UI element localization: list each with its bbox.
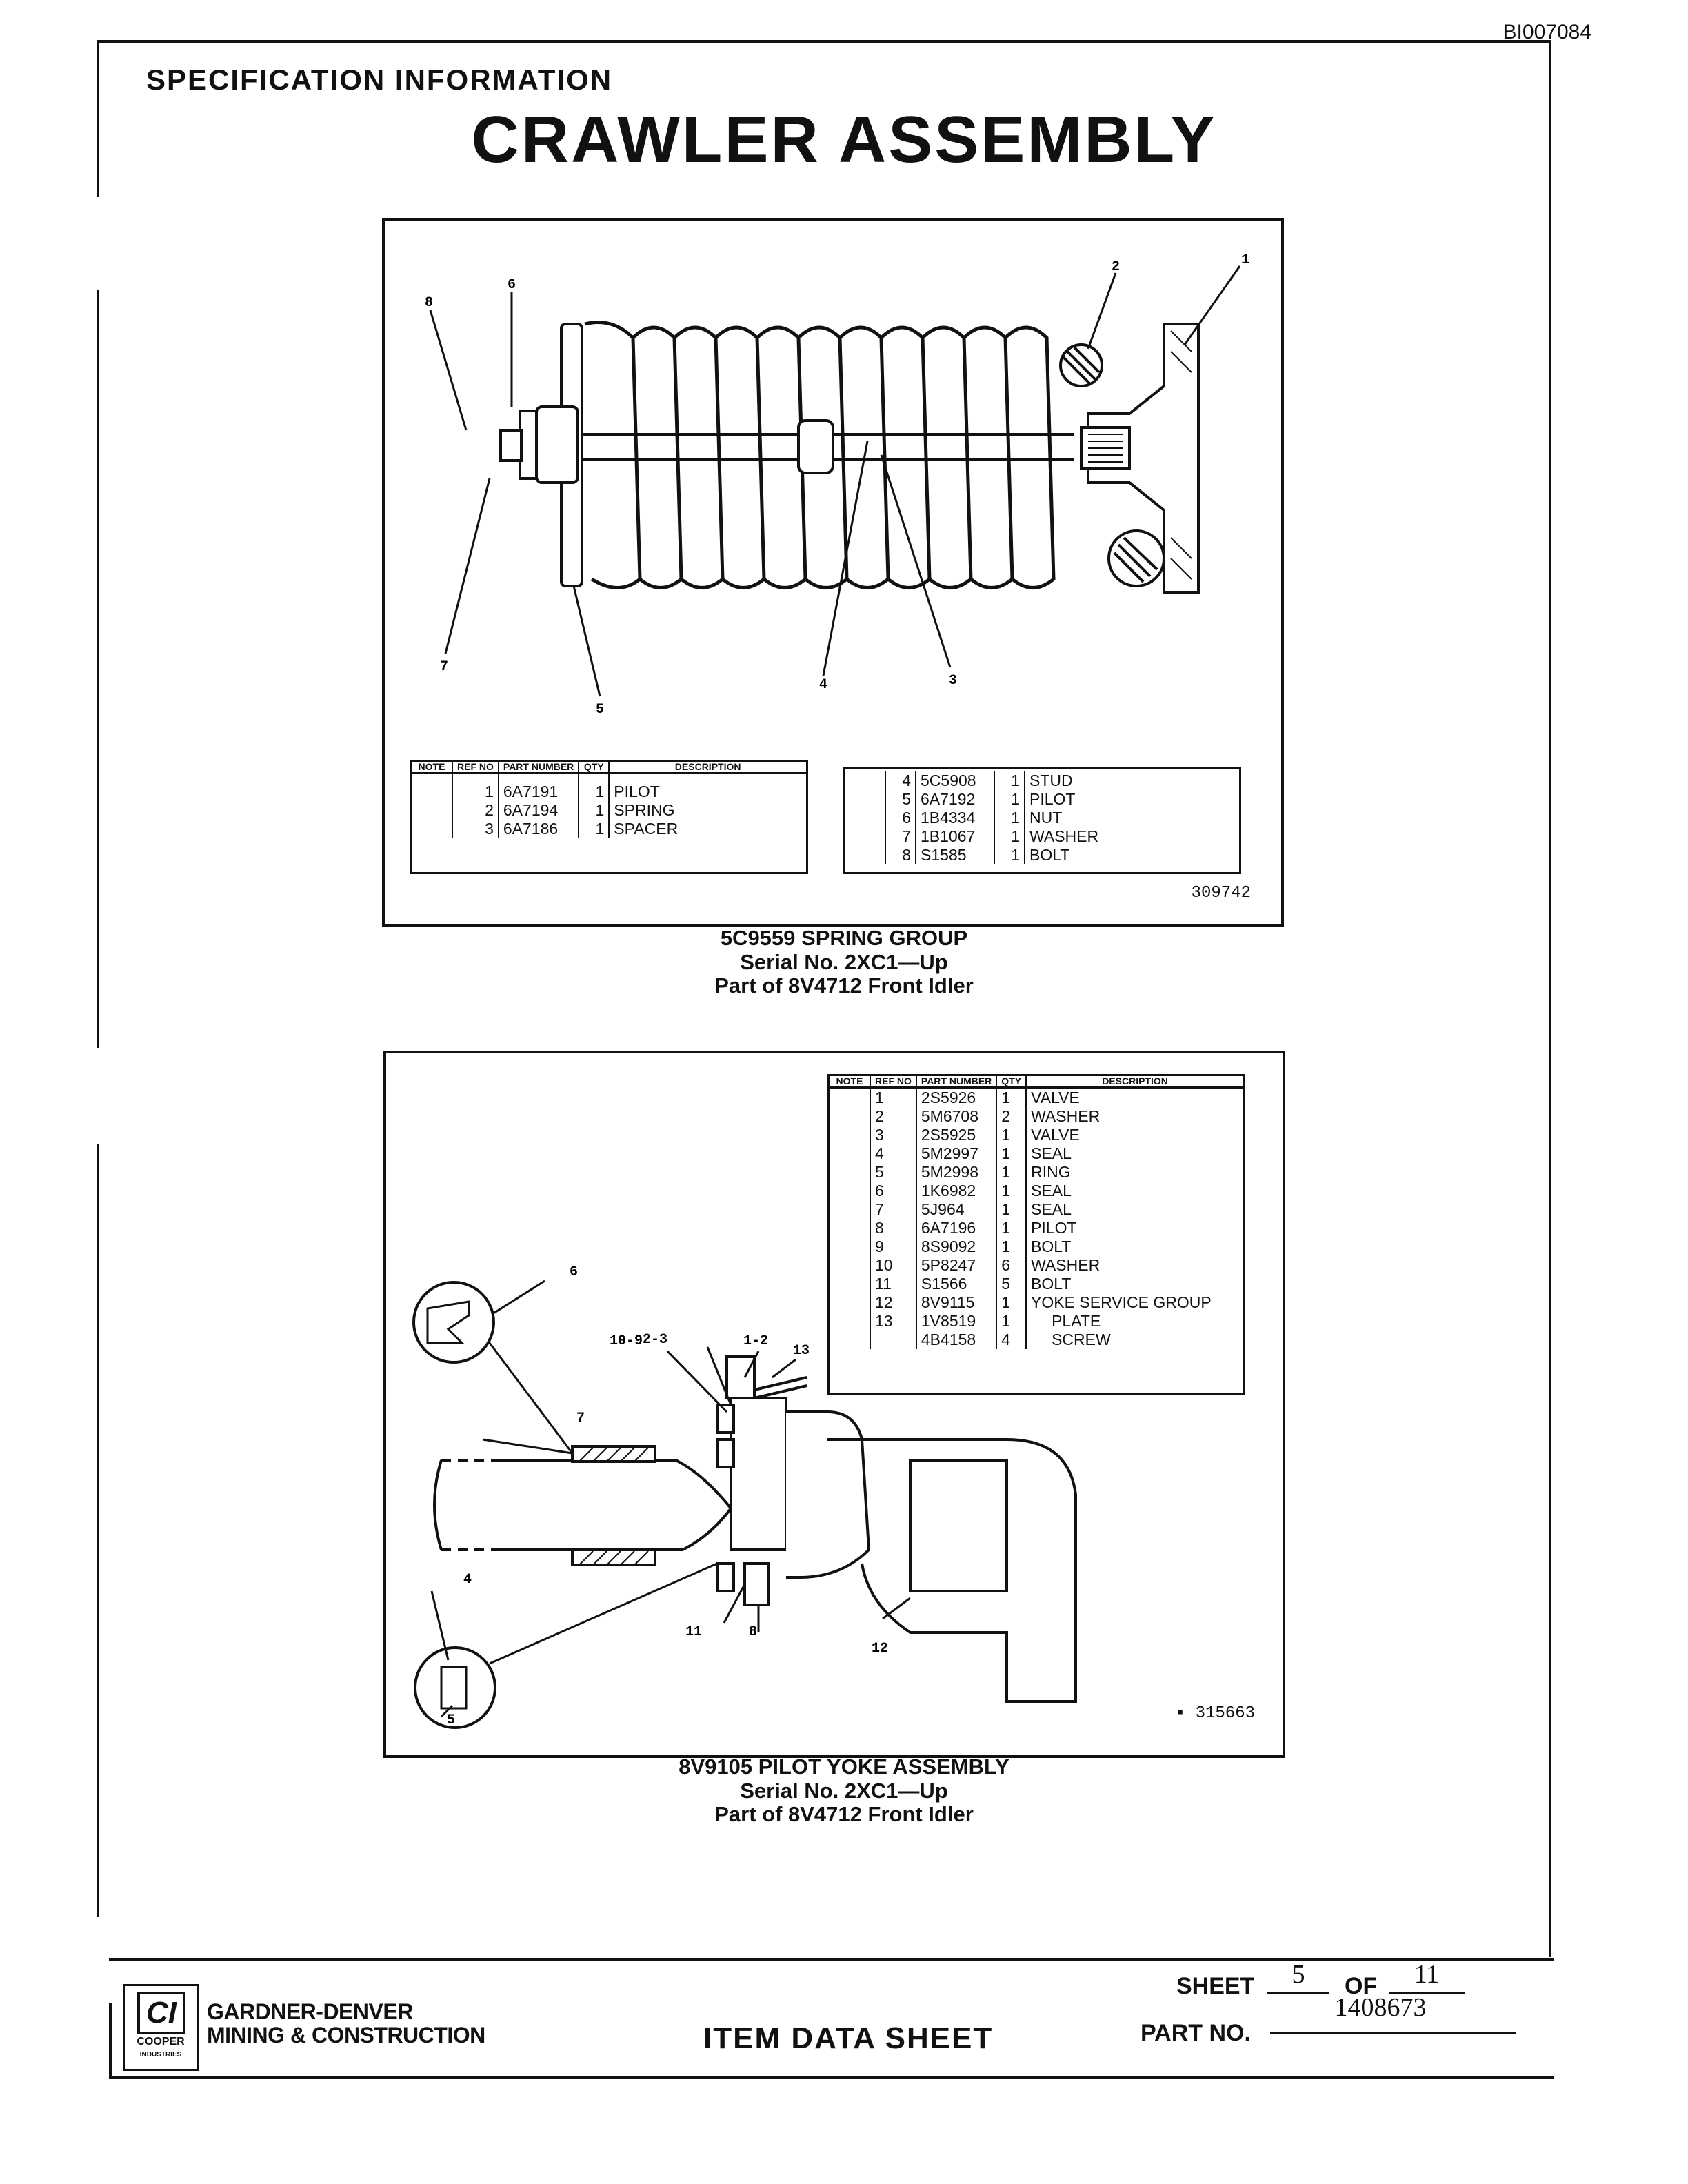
callout-1: 1	[1241, 252, 1249, 268]
part-no-label: PART NO.	[1141, 2020, 1251, 2046]
caption-line: Part of 8V4712 Front Idler	[714, 1802, 974, 1827]
callout-3: 3	[949, 673, 957, 689]
page-title: CRAWLER ASSEMBLY	[471, 103, 1217, 176]
company-line: GARDNER-DENVER	[207, 1999, 413, 2024]
callout-5: 5	[447, 1712, 455, 1728]
col-ref-no: REF NO	[452, 761, 499, 775]
callout-4: 4	[463, 1572, 472, 1588]
logo-mark: CI	[137, 1992, 185, 2034]
sheet-type: ITEM DATA SHEET	[703, 2021, 994, 2055]
sheet-number-underline	[1267, 1992, 1329, 1994]
callout-5: 5	[596, 702, 604, 718]
logo-subtext: INDUSTRIES	[139, 2051, 182, 2059]
yoke-parts-table: NOTE REF NO PART NUMBER QTY DESCRIPTION …	[827, 1074, 1245, 1395]
col-note: NOTE	[412, 761, 452, 775]
col-ref-no: REF NO	[870, 1075, 916, 1089]
caption-line: 8V9105 PILOT YOKE ASSEMBLY	[679, 1755, 1009, 1779]
col-part-number: PART NUMBER	[915, 1075, 997, 1089]
col-description: DESCRIPTION	[1025, 1075, 1243, 1089]
col-description: DESCRIPTION	[608, 761, 806, 775]
frame-top-rule	[97, 40, 1551, 43]
footer-bottom-rule	[109, 2076, 1554, 2079]
company-line: MINING & CONSTRUCTION	[207, 2022, 485, 2048]
frame-left-rule	[97, 1144, 99, 1917]
callout-11: 11	[685, 1624, 702, 1640]
part-number-underline	[1270, 2032, 1516, 2034]
callout-2-3: 2-3	[643, 1332, 667, 1348]
callout-8: 8	[425, 295, 433, 311]
callout-6: 6	[508, 277, 516, 293]
sheet-label: SHEET	[1176, 1973, 1255, 1999]
figure-id: 309742	[1191, 884, 1251, 902]
frame-right-rule	[1549, 40, 1551, 1957]
callout-7: 7	[576, 1410, 585, 1426]
caption-line: Serial No. 2XC1—Up	[740, 949, 948, 974]
spec-info-label: SPECIFICATION INFORMATION	[146, 63, 613, 96]
pilot-yoke-figure: NOTE REF NO PART NUMBER QTY DESCRIPTION …	[383, 1051, 1285, 1758]
callout-2: 2	[1112, 259, 1120, 275]
cooper-logo: CI COOPER INDUSTRIES	[123, 1984, 199, 2071]
callout-8: 8	[749, 1624, 757, 1640]
callout-7: 7	[440, 659, 448, 675]
callout-12: 12	[872, 1641, 888, 1657]
col-note: NOTE	[830, 1075, 870, 1089]
caption-line: Part of 8V4712 Front Idler	[714, 973, 974, 998]
sheet-total: 11	[1414, 1960, 1440, 1989]
caption-line: Serial No. 2XC1—Up	[740, 1778, 948, 1803]
callout-13: 13	[793, 1343, 810, 1359]
of-label: OF	[1345, 1973, 1378, 1999]
company-name: GARDNER-DENVER MINING & CONSTRUCTION	[207, 1999, 485, 2048]
footer-left-rule	[109, 2003, 112, 2079]
part-number: 1408673	[1334, 1993, 1427, 2022]
frame-left-rule	[97, 290, 99, 1048]
pilot-yoke-drawing: 6 2-3 1-2 10-9 13 7 4 5 11 8 12	[412, 1264, 1077, 1729]
logo-text: COOPER	[137, 2036, 185, 2048]
col-qty: QTY	[996, 1075, 1027, 1089]
frame-left-rule	[97, 40, 99, 197]
sheet-number: 5	[1292, 1960, 1305, 1989]
callout-4: 4	[819, 677, 827, 693]
col-qty: QTY	[578, 761, 610, 775]
caption-line: 5C9559 SPRING GROUP	[720, 926, 968, 950]
col-part-number: PART NUMBER	[497, 761, 579, 775]
spring-group-drawing: 1 2 3 4 5 6 7 8	[425, 252, 1249, 718]
spring-parts-table-left: NOTE REF NO PART NUMBER QTY DESCRIPTION …	[410, 760, 808, 874]
figure-id: ▪ 315663	[1175, 1704, 1255, 1723]
pilot-yoke-caption: 8V9105 PILOT YOKE ASSEMBLY Serial No. 2X…	[0, 1755, 1688, 1827]
callout-1-2: 1-2	[743, 1333, 768, 1349]
spring-group-figure: 1 2 3 4 5 6 7 8 NOTE REF NO PART NUMBER …	[382, 218, 1284, 927]
callout-6: 6	[570, 1264, 578, 1280]
spring-group-caption: 5C9559 SPRING GROUP Serial No. 2XC1—Up P…	[0, 926, 1688, 998]
sheet-total-underline	[1389, 1992, 1465, 1994]
document-id: BI007084	[1503, 21, 1591, 43]
footer-top-rule	[109, 1958, 1554, 1961]
callout-10-9: 10-9	[610, 1333, 643, 1349]
